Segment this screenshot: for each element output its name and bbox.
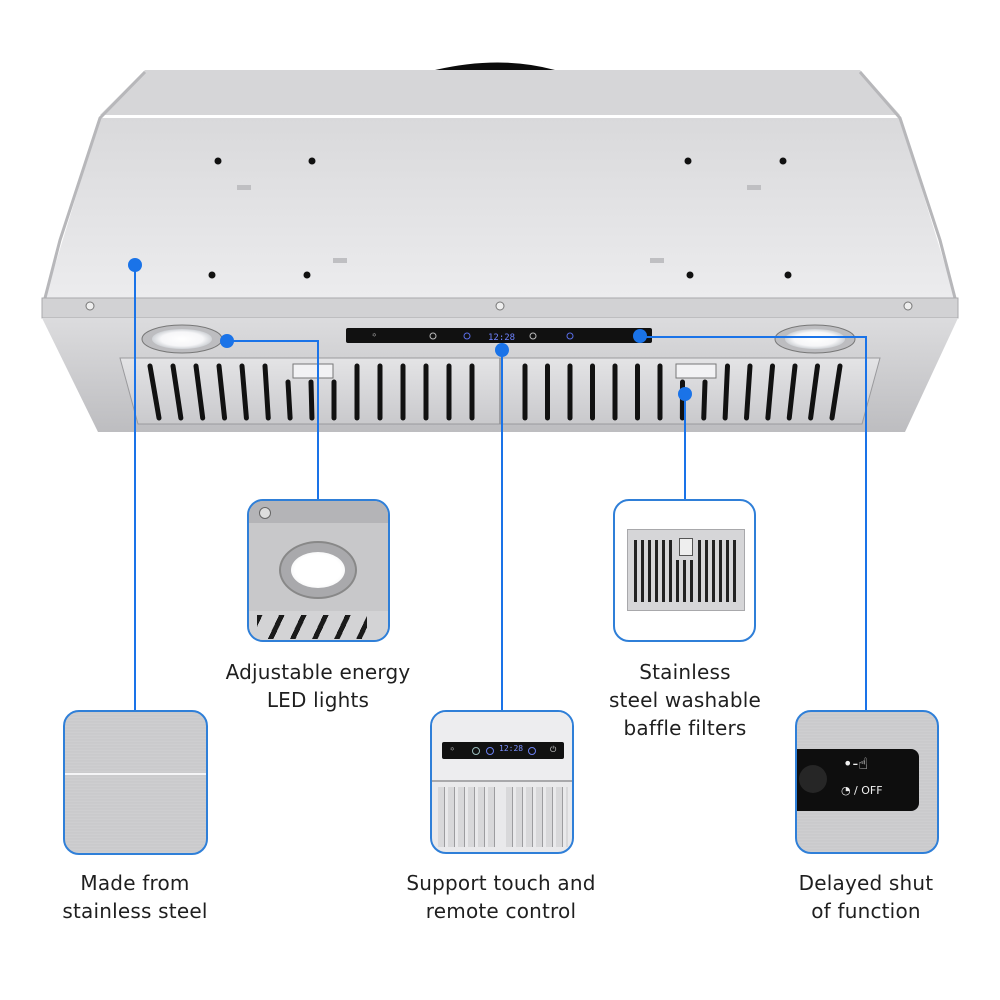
panel-light-icon: ꙳ <box>372 332 376 341</box>
feature-delay-line1: Delayed shut <box>798 871 934 895</box>
baffle-slot <box>285 379 293 421</box>
baffle-slot <box>829 363 843 421</box>
baffle-slot <box>808 363 820 421</box>
baffle-slot <box>262 363 271 421</box>
brushed-steel-seam <box>65 773 206 775</box>
callout-line-filters <box>684 394 686 500</box>
callout-line-stainless <box>134 265 136 710</box>
mounting-holes <box>208 157 792 279</box>
touch-hand-icon: •-☝ <box>843 754 868 773</box>
feature-card-led <box>247 499 390 642</box>
touch-panel-icon: ꙳ 12:28 ⏻ <box>442 742 564 759</box>
baffle-filter-icon <box>627 529 745 611</box>
baffle-slot <box>701 379 708 421</box>
off-label: / OFF <box>854 784 883 797</box>
feature-label-delay: Delayed shut of function <box>766 869 966 925</box>
feature-card-delay: •-☝ ◔ / OFF <box>795 710 939 854</box>
exhaust-duct <box>435 62 555 70</box>
feature-card-touch: ꙳ 12:28 ⏻ <box>430 710 574 854</box>
callout-line-led-v <box>317 340 319 500</box>
baffle-slot <box>239 363 249 421</box>
feature-led-line2: LED lights <box>266 688 370 712</box>
timer-icon: ◔ <box>841 784 851 797</box>
touch-panel-display: 12:28 <box>499 744 524 753</box>
baffle-slot <box>216 363 228 421</box>
baffle-slots <box>147 363 843 421</box>
callout-line-delay-v <box>865 336 867 710</box>
hood-top-surface <box>45 118 955 298</box>
baffle-slot <box>170 363 184 421</box>
feature-stainless-line2: stainless steel <box>62 899 208 923</box>
hood-back-top <box>100 70 900 115</box>
feature-label-led: Adjustable energy LED lights <box>208 658 428 714</box>
feature-label-stainless: Made from stainless steel <box>35 869 235 925</box>
callout-line-delay-h <box>640 336 867 338</box>
feature-delay-line2: of function <box>811 899 921 923</box>
feature-filters-line2: steel washable <box>608 688 762 712</box>
feature-label-touch: Support touch and remote control <box>391 869 611 925</box>
callout-line-led-h <box>227 340 319 342</box>
baffle-slot <box>765 363 775 421</box>
callout-line-touch <box>501 350 503 710</box>
baffle-slot <box>744 363 753 421</box>
feature-led-line1: Adjustable energy <box>225 660 411 684</box>
feature-card-filters <box>613 499 756 642</box>
feature-label-filters: Stainless steel washable baffle filters <box>585 658 785 742</box>
callout-dot-led <box>220 334 234 348</box>
feature-touch-line1: Support touch and <box>406 871 596 895</box>
control-panel <box>346 328 652 343</box>
delay-off-panel: •-☝ ◔ / OFF <box>797 749 919 811</box>
baffle-slot <box>147 363 162 421</box>
feature-touch-line2: remote control <box>425 899 577 923</box>
panel-display: 12:28 <box>488 333 515 343</box>
callout-dot-stainless <box>128 258 142 272</box>
callout-dot-filters <box>678 387 692 401</box>
baffle-slot <box>786 363 798 421</box>
callout-dot-delay <box>633 329 647 343</box>
callout-dot-touch <box>495 343 509 357</box>
feature-filters-line1: Stainless <box>639 660 731 684</box>
baffle-slot <box>308 379 315 421</box>
range-hood-illustration: ꙳ 12:28 <box>41 62 959 432</box>
led-lamp-closeup-icon <box>279 541 357 599</box>
feature-card-stainless <box>63 710 208 855</box>
baffle-slot <box>722 363 730 421</box>
feature-stainless-line1: Made from <box>80 871 190 895</box>
feature-filters-line3: baffle filters <box>623 716 747 740</box>
baffle-slot <box>193 363 206 421</box>
